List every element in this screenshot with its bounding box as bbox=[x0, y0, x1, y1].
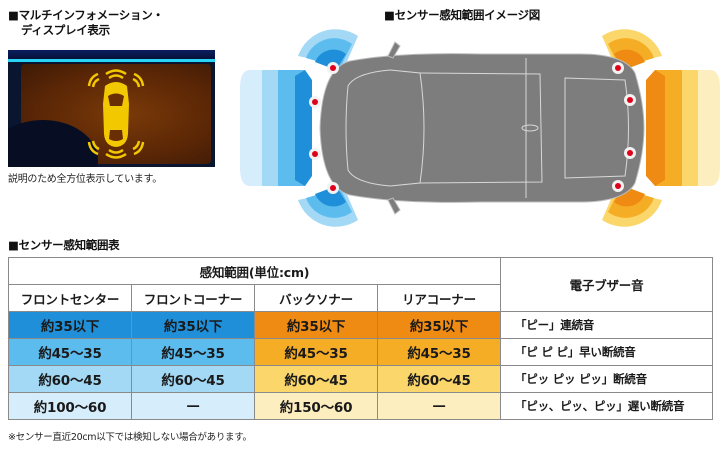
cell-buzzer: 「ピー」連続音 bbox=[500, 311, 713, 339]
cell-back-sonar: 約35以下 bbox=[254, 311, 378, 339]
table-row: 約60〜45 約60〜45 約60〜45 約60〜45 「ピッ ピッ ピッ」断続… bbox=[8, 365, 713, 393]
col-front-corner: フロントコーナー bbox=[131, 284, 255, 312]
cell-front-corner: — bbox=[131, 392, 255, 420]
col-back-sonar: バックソナー bbox=[254, 284, 378, 312]
multi-display-title-line2: ディスプレイ表示 bbox=[21, 23, 110, 37]
cell-front-center: 約35以下 bbox=[8, 311, 132, 339]
cell-rear-corner: — bbox=[377, 392, 501, 420]
sensor-range-table: 感知範囲(単位:cm) 電子ブザー音 フロントセンター フロントコーナー バック… bbox=[8, 257, 713, 420]
cell-rear-corner: 約60〜45 bbox=[377, 365, 501, 393]
sensor-image-heading: ■センサー感知範囲イメージ図 bbox=[384, 8, 540, 22]
cell-rear-corner: 約45〜35 bbox=[377, 338, 501, 366]
cell-buzzer: 「ピッ ピッ ピッ」断続音 bbox=[500, 365, 713, 393]
cell-front-center: 約45〜35 bbox=[8, 338, 132, 366]
multi-display-heading: ■マルチインフォメーション・ ディスプレイ表示 bbox=[8, 8, 164, 38]
table-row: 約35以下 約35以下 約35以下 約35以下 「ピー」連続音 bbox=[8, 311, 713, 339]
col-front-center: フロントセンター bbox=[8, 284, 132, 312]
cell-front-corner: 約60〜45 bbox=[131, 365, 255, 393]
multi-display-photo bbox=[8, 50, 215, 167]
display-accent-line bbox=[8, 59, 215, 62]
range-group-header: 感知範囲(単位:cm) bbox=[8, 257, 501, 285]
buzzer-header: 電子ブザー音 bbox=[500, 257, 713, 312]
table-row: 約45〜35 約45〜35 約45〜35 約45〜35 「ピ ピ ピ」早い断続音 bbox=[8, 338, 713, 366]
multi-display-title-line1: ■マルチインフォメーション・ bbox=[8, 8, 164, 22]
car-top-view bbox=[319, 41, 645, 215]
cell-back-sonar: 約150〜60 bbox=[254, 392, 378, 420]
front-center-zone bbox=[240, 70, 312, 186]
cell-buzzer: 「ピ ピ ピ」早い断続音 bbox=[500, 338, 713, 366]
cell-front-center: 約100〜60 bbox=[8, 392, 132, 420]
cell-buzzer: 「ピッ、ピッ、ピッ」遅い断続音 bbox=[500, 392, 713, 420]
rear-center-zone bbox=[646, 70, 720, 186]
cell-front-center: 約60〜45 bbox=[8, 365, 132, 393]
cell-back-sonar: 約60〜45 bbox=[254, 365, 378, 393]
col-rear-corner: リアコーナー bbox=[377, 284, 501, 312]
table-row: 約100〜60 — 約150〜60 — 「ピッ、ピッ、ピッ」遅い断続音 bbox=[8, 392, 713, 420]
range-table-heading: ■センサー感知範囲表 bbox=[8, 238, 120, 252]
display-caption: 説明のため全方位表示しています。 bbox=[8, 174, 162, 185]
cell-front-corner: 約45〜35 bbox=[131, 338, 255, 366]
footnote: ※センサー直近20cm以下では検知しない場合があります。 bbox=[8, 432, 252, 443]
front-corner-zones bbox=[298, 29, 358, 227]
display-bezel bbox=[8, 50, 215, 59]
car-sensor-display-icon bbox=[87, 69, 145, 159]
sensor-range-diagram bbox=[240, 29, 720, 227]
sensor-dots bbox=[309, 62, 636, 194]
cell-back-sonar: 約45〜35 bbox=[254, 338, 378, 366]
cell-front-corner: 約35以下 bbox=[131, 311, 255, 339]
cell-rear-corner: 約35以下 bbox=[377, 311, 501, 339]
